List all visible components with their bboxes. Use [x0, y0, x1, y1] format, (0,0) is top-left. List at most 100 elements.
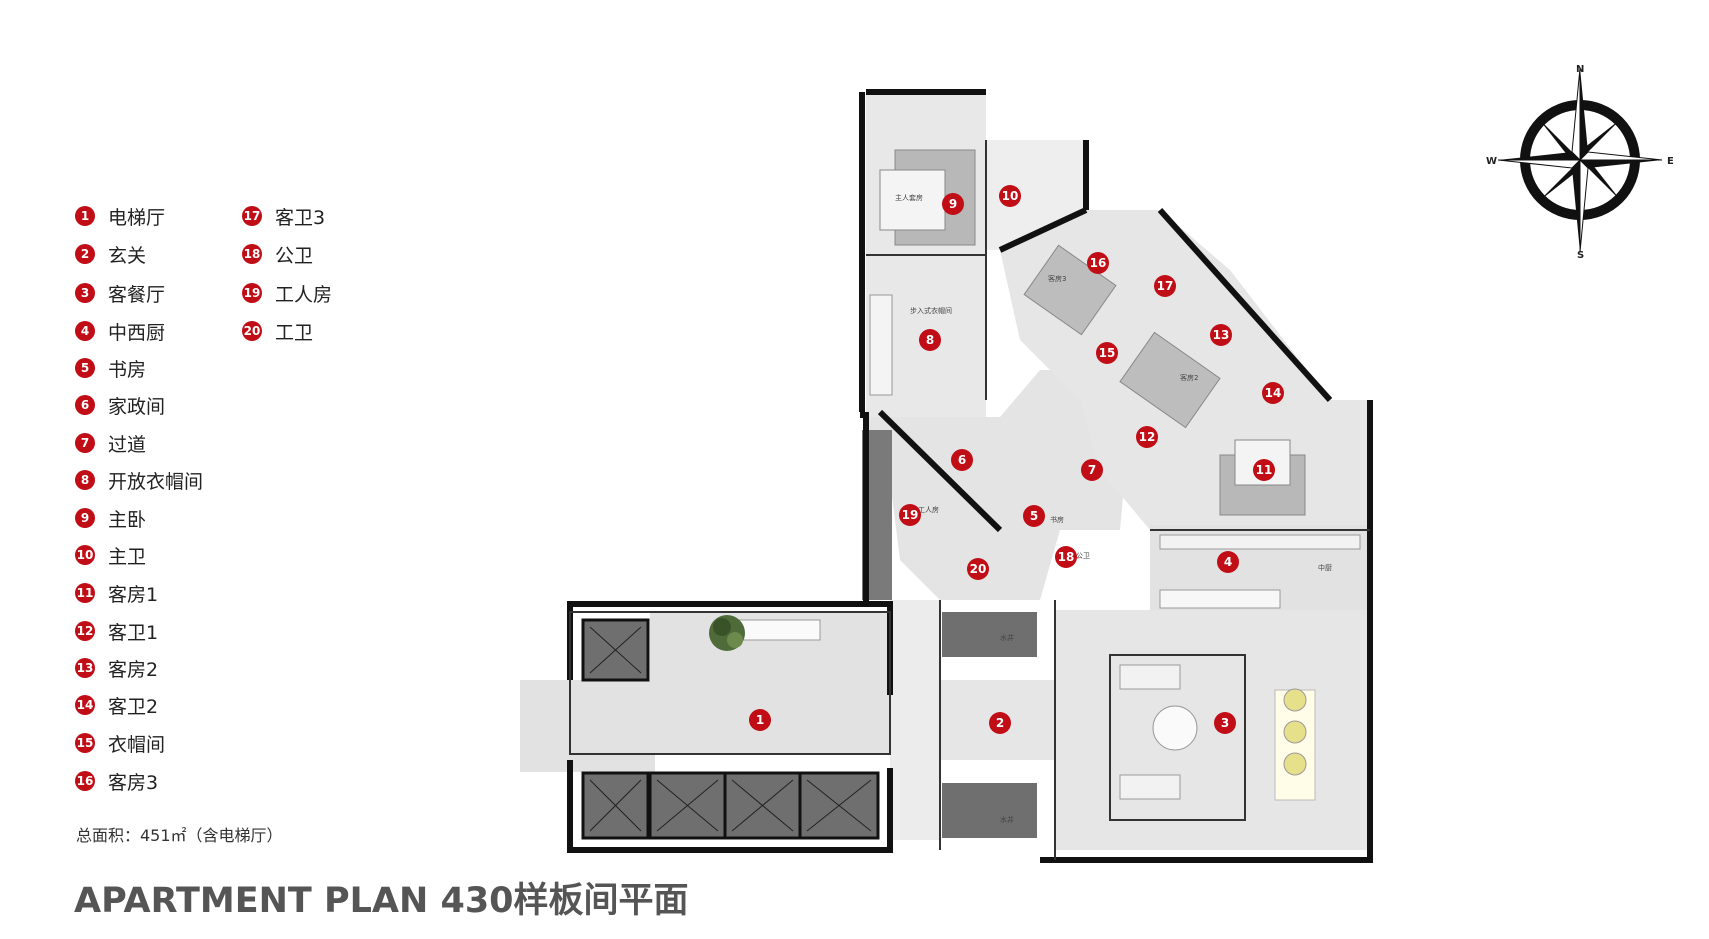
plan-label: 客房2 [1180, 373, 1198, 382]
compass-west: W [1486, 156, 1497, 167]
legend-number: 18 [242, 244, 262, 264]
legend-item: 6 家政间 [75, 391, 165, 419]
legend-label: 家政间 [108, 395, 166, 418]
room-marker-circle [899, 504, 921, 526]
legend-label: 电梯厅 [108, 206, 166, 229]
plan-label: 主人套房 [895, 193, 923, 202]
walls [567, 89, 1373, 863]
room-marker-number: 3 [1221, 716, 1229, 730]
legend-number: 20 [242, 321, 262, 341]
room-marker-number: 11 [1256, 463, 1273, 477]
legend-number: 5 [75, 358, 95, 378]
room-marker-circle [967, 558, 989, 580]
legend-item: 14 客卫2 [75, 691, 158, 719]
room-marker-circle [1262, 382, 1284, 404]
legend-number: 19 [242, 283, 262, 303]
room-marker: 2 [989, 712, 1011, 734]
room-marker: 12 [1136, 426, 1158, 448]
legend-label: 工人房 [275, 283, 333, 306]
room-marker-circle [919, 329, 941, 351]
plan-label: 步入式衣帽间 [910, 306, 952, 315]
legend-number: 6 [75, 395, 95, 415]
room-marker-number: 17 [1157, 279, 1174, 293]
room-marker: 19 [899, 504, 921, 526]
room-marker-number: 1 [756, 713, 764, 727]
legend-number: 17 [242, 206, 262, 226]
legend-label: 中西厨 [108, 321, 166, 344]
plan-label: 书房 [1050, 515, 1064, 524]
room-marker-circle [1253, 459, 1275, 481]
room-marker-number: 18 [1058, 550, 1075, 564]
legend-label: 客房3 [108, 771, 159, 794]
room-marker: 10 [999, 185, 1021, 207]
room-marker-number: 4 [1224, 555, 1232, 569]
legend-label: 客餐厅 [108, 283, 166, 306]
room-marker: 6 [951, 449, 973, 471]
legend-number: 13 [75, 658, 95, 678]
furniture [869, 149, 1361, 801]
plan-label: 中厨 [1318, 563, 1332, 572]
room-marker-circle [1096, 342, 1118, 364]
legend-label: 客卫2 [108, 695, 159, 718]
plan-label: 水井 [1000, 815, 1014, 824]
room-marker-number: 13 [1213, 328, 1230, 342]
room-marker-number: 6 [958, 453, 966, 467]
page-title: APARTMENT PLAN 430样板间平面 [74, 881, 689, 921]
room-marker-number: 10 [1002, 189, 1019, 203]
legend-item: 16 客房3 [75, 767, 158, 795]
room-marker: 4 [1217, 551, 1239, 573]
legend-label: 主卧 [108, 508, 147, 531]
thin-walls [569, 140, 1370, 860]
legend-item: 1 电梯厅 [75, 202, 165, 230]
plan-label: 工人房 [918, 505, 939, 514]
legend-number: 1 [75, 206, 95, 226]
planter [709, 615, 821, 651]
room-marker: 14 [1262, 382, 1284, 404]
room-marker-number: 14 [1265, 386, 1282, 400]
room-marker-number: 2 [996, 716, 1004, 730]
legend-number: 7 [75, 433, 95, 453]
legend-number: 11 [75, 583, 95, 603]
compass-south: S [1577, 250, 1584, 260]
legend-label: 公卫 [275, 244, 314, 267]
legend-item: 4 中西厨 [75, 317, 165, 345]
room-marker-circle [1210, 324, 1232, 346]
legend-item: 18 公卫 [242, 240, 313, 268]
legend-label: 衣帽间 [108, 733, 166, 756]
room-marker: 17 [1154, 275, 1176, 297]
room-marker-circle [1087, 252, 1109, 274]
legend-number: 16 [75, 771, 95, 791]
legend-number: 14 [75, 695, 95, 715]
legend-label: 工卫 [275, 321, 314, 344]
room-marker: 13 [1210, 324, 1232, 346]
legend-item: 20 工卫 [242, 317, 313, 345]
room-marker: 15 [1096, 342, 1118, 364]
compass-east: E [1667, 156, 1674, 167]
legend-label: 主卫 [108, 545, 147, 568]
room-marker-circle [942, 193, 964, 215]
room-marker-circle [999, 185, 1021, 207]
legend-label: 客房2 [108, 658, 159, 681]
compass-north: N [1576, 64, 1584, 75]
compass-rose-icon: N S W E [1486, 64, 1674, 260]
legend-number: 2 [75, 244, 95, 264]
room-marker-circle [989, 712, 1011, 734]
room-marker-number: 20 [970, 562, 987, 576]
legend-label: 开放衣帽间 [108, 470, 204, 493]
legend-number: 4 [75, 321, 95, 341]
legend-label: 客卫1 [108, 621, 159, 644]
total-area-note: 总面积：451㎡（含电梯厅） [76, 826, 283, 845]
room-marker-number: 12 [1139, 430, 1156, 444]
plan-label: 公卫 [1076, 552, 1090, 560]
